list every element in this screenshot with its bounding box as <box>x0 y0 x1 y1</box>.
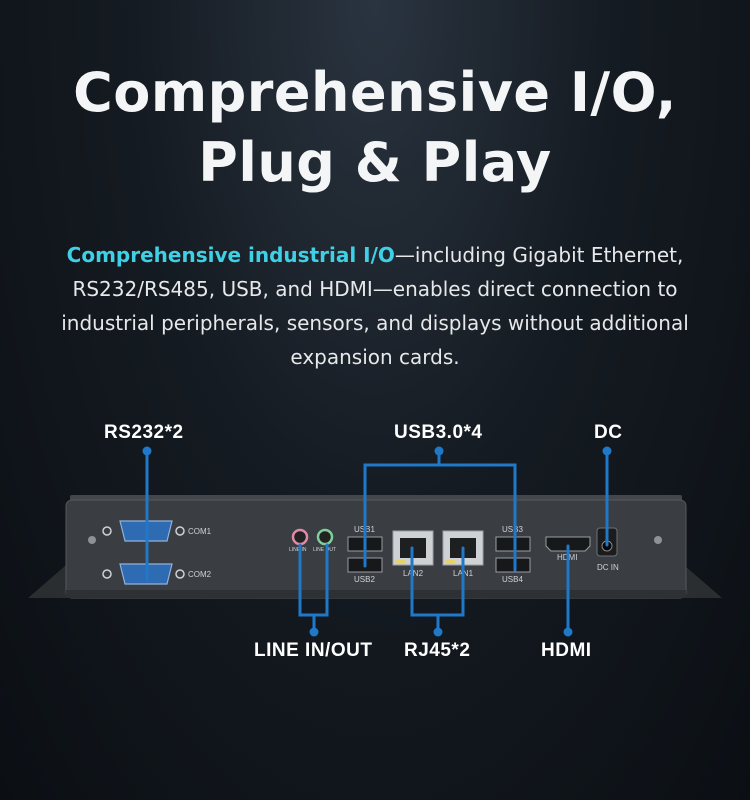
page-title: Comprehensive I/O, Plug & Play <box>0 58 750 198</box>
callout-rs232: RS232*2 <box>104 422 184 443</box>
usb2-label: USB2 <box>354 575 375 584</box>
callout-usb: USB3.0*4 <box>394 422 483 443</box>
line-out-jack: LINE OUT <box>313 528 336 553</box>
mount-flange-left <box>28 560 72 598</box>
usb3-label: USB3 <box>502 525 523 534</box>
com1-label: COM1 <box>188 527 212 536</box>
callout-lines <box>142 446 612 637</box>
callout-rj45: RJ45*2 <box>404 640 471 661</box>
usb4-port <box>495 557 531 573</box>
title-line-2: Plug & Play <box>198 131 552 194</box>
screw-icon <box>88 536 662 544</box>
title-line-1: Comprehensive I/O, <box>73 61 677 124</box>
com2-label: COM2 <box>188 570 212 579</box>
callout-hdmi: HDMI <box>541 640 592 661</box>
description-body: —including Gigabit Ethernet, RS232/RS485… <box>61 243 689 369</box>
callout-dc: DC <box>594 422 623 443</box>
usb4-label: USB4 <box>502 575 523 584</box>
usb3-port <box>495 536 531 552</box>
description: Comprehensive industrial I/O—including G… <box>40 238 710 374</box>
mount-flange-right <box>678 560 722 598</box>
dc-in-label: DC IN <box>597 563 619 572</box>
description-highlight: Comprehensive industrial I/O <box>66 243 395 267</box>
line-in-label: LINE IN <box>289 547 307 553</box>
line-out-label: LINE OUT <box>313 547 336 553</box>
callout-line-in-out: LINE IN/OUT <box>254 640 373 661</box>
